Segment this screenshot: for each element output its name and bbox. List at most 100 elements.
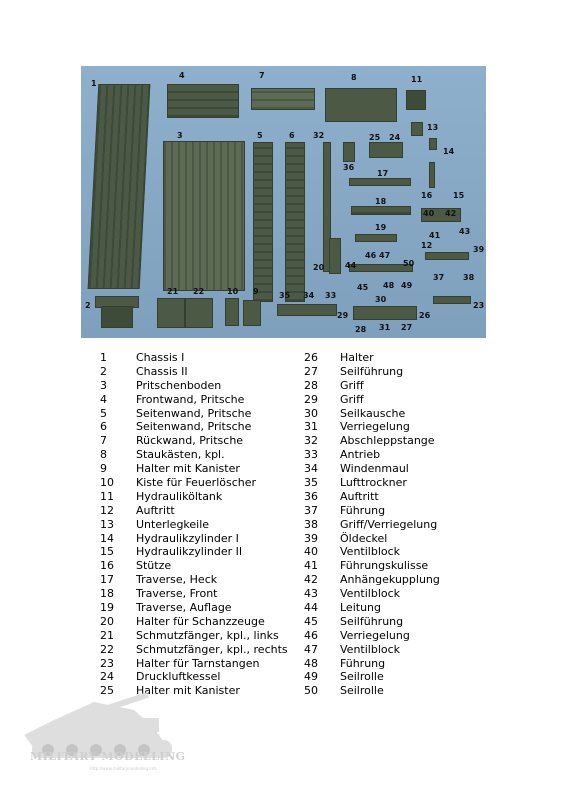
legend-label: Auftritt xyxy=(340,489,379,503)
legend-number: 31 xyxy=(304,420,318,434)
legend-number: 2 xyxy=(100,364,107,378)
photo-label: 47 xyxy=(379,251,391,260)
legend-label: Halter für Tarnstangen xyxy=(136,656,260,670)
photo-label: 1 xyxy=(91,79,97,88)
legend-label: Seilrolle xyxy=(340,684,384,698)
part-mudflap-right xyxy=(185,298,213,328)
legend-number: 38 xyxy=(304,517,318,531)
legend-label: Stütze xyxy=(136,559,172,573)
legend-label: Verriegelung xyxy=(340,420,410,434)
legend-number: 33 xyxy=(304,448,318,462)
legend-number: 10 xyxy=(100,476,114,490)
photo-label: 3 xyxy=(177,131,183,140)
legend-number: 4 xyxy=(100,392,107,406)
legend-number: 21 xyxy=(100,628,114,642)
photo-label: 41 xyxy=(429,231,441,240)
legend-row: 18 Traverse, Front xyxy=(100,587,288,601)
legend-label: Ventilblock xyxy=(340,642,401,656)
photo-label: 13 xyxy=(427,123,439,132)
legend-label: Führung xyxy=(340,503,386,517)
legend-row: 21 Schmutzfänger, kpl., links xyxy=(100,629,288,643)
legend-label: Auftritt xyxy=(136,503,175,517)
legend-row: 31 Verriegelung xyxy=(304,420,440,434)
legend-number: 39 xyxy=(304,531,318,545)
legend-label: Antrieb xyxy=(340,448,381,462)
photo-label: 17 xyxy=(377,169,389,178)
photo-label: 33 xyxy=(325,291,337,300)
photo-label: 8 xyxy=(351,73,357,82)
legend-number: 13 xyxy=(100,517,114,531)
legend-label: Seilkausche xyxy=(340,406,406,420)
photo-label: 2 xyxy=(85,301,91,310)
photo-label: 29 xyxy=(337,311,349,320)
legend-number: 41 xyxy=(304,559,318,573)
photo-label: 43 xyxy=(459,227,471,236)
legend-number: 20 xyxy=(100,614,114,628)
part-rear-wall xyxy=(251,88,315,110)
legend-label: Führung xyxy=(340,656,386,670)
part-valve-blocks xyxy=(421,208,461,222)
legend-label: Griff xyxy=(340,392,364,406)
photo-label: 30 xyxy=(375,295,387,304)
part-small-strip xyxy=(349,264,413,272)
legend-row: 5 Seitenwand, Pritsche xyxy=(100,407,288,421)
photo-label: 38 xyxy=(463,273,475,282)
photo-label: 46 xyxy=(365,251,377,260)
legend-label: Chassis I xyxy=(136,351,185,364)
legend-number: 27 xyxy=(304,364,318,378)
legend-label: Leitung xyxy=(340,601,381,615)
legend-label: Seilrolle xyxy=(340,670,384,684)
legend-label: Schmutzfänger, kpl., links xyxy=(136,628,279,642)
photo-label: 44 xyxy=(345,261,357,270)
legend-label: Pritschenboden xyxy=(136,378,222,392)
legend-number: 42 xyxy=(304,573,318,587)
legend-number: 29 xyxy=(304,392,318,406)
part-cylinder-i xyxy=(429,138,437,150)
legend-number: 30 xyxy=(304,406,318,420)
part-chassis-ii-legs xyxy=(101,306,133,328)
legend-row: 33 Antrieb xyxy=(304,448,440,462)
photo-label: 45 xyxy=(357,283,369,292)
legend-number: 5 xyxy=(100,406,107,420)
photo-label: 25 xyxy=(369,133,381,142)
legend-number: 7 xyxy=(100,434,107,448)
legend-label: Schmutzfänger, kpl., rechts xyxy=(136,642,288,656)
tank-watermark-icon xyxy=(24,691,172,758)
photo-label: 7 xyxy=(259,71,265,80)
photo-label: 12 xyxy=(421,241,433,250)
legend-label: Halter mit Kanister xyxy=(136,684,240,698)
photo-label: 4 xyxy=(179,71,185,80)
legend-label: Griff/Verriegelung xyxy=(340,517,438,531)
legend-label: Traverse, Heck xyxy=(136,573,218,587)
part-side-wall-a xyxy=(253,142,273,302)
legend-number: 32 xyxy=(304,434,318,448)
photo-label: 19 xyxy=(375,223,387,232)
photo-label: 42 xyxy=(445,209,457,218)
legend-label: Traverse, Front xyxy=(136,587,218,601)
legend-label: Halter xyxy=(340,351,374,364)
legend-number: 6 xyxy=(100,420,107,434)
legend-number: 18 xyxy=(100,587,114,601)
photo-label: 26 xyxy=(419,311,431,320)
part-bed-floor xyxy=(163,141,245,291)
legend-label: Seitenwand, Pritsche xyxy=(136,406,252,420)
legend-label: Öldeckel xyxy=(340,531,388,545)
legend-number: 1 xyxy=(100,351,107,364)
part-storage-boxes xyxy=(325,88,397,122)
